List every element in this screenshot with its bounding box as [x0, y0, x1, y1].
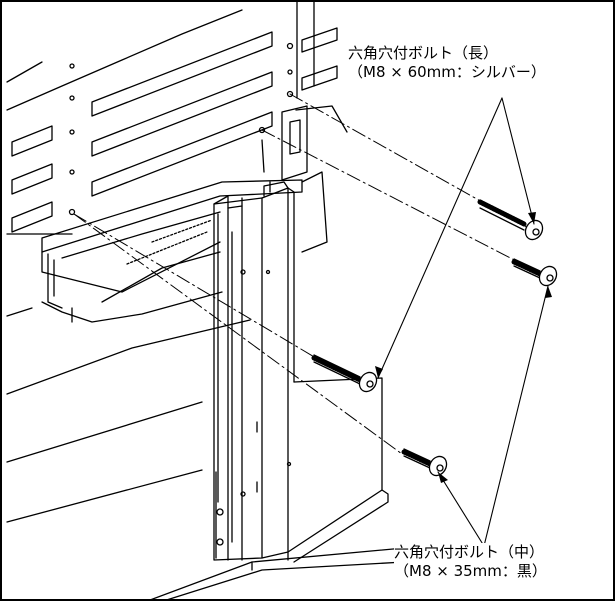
long-bolt-name: 六角穴付ボルト（長）: [348, 44, 499, 62]
middle-bolt-name: 六角穴付ボルト（中）: [394, 543, 545, 561]
middle-bolt-1: [511, 258, 558, 287]
long-bolt-spec: （M8 × 60mm：シルバー）: [348, 63, 546, 81]
long-bolt-label: 六角穴付ボルト（長） （M8 × 60mm：シルバー）: [348, 44, 546, 82]
middle-bolt-spec: （M8 × 35mm：黒）: [394, 562, 547, 580]
base-bracket: [41, 105, 328, 323]
leader-lines: [377, 97, 549, 547]
long-bolt-1: [477, 199, 544, 241]
cabinet-body: [6, 2, 405, 599]
middle-bolt-label: 六角穴付ボルト（中） （M8 × 35mm：黒）: [394, 543, 547, 581]
middle-bolt-2: [401, 448, 448, 477]
center-lines: [73, 93, 533, 455]
vertical-post: [213, 181, 389, 563]
long-bolt-2: [311, 354, 378, 393]
panel-slots: [11, 27, 338, 233]
arrow-heads: [375, 212, 552, 483]
